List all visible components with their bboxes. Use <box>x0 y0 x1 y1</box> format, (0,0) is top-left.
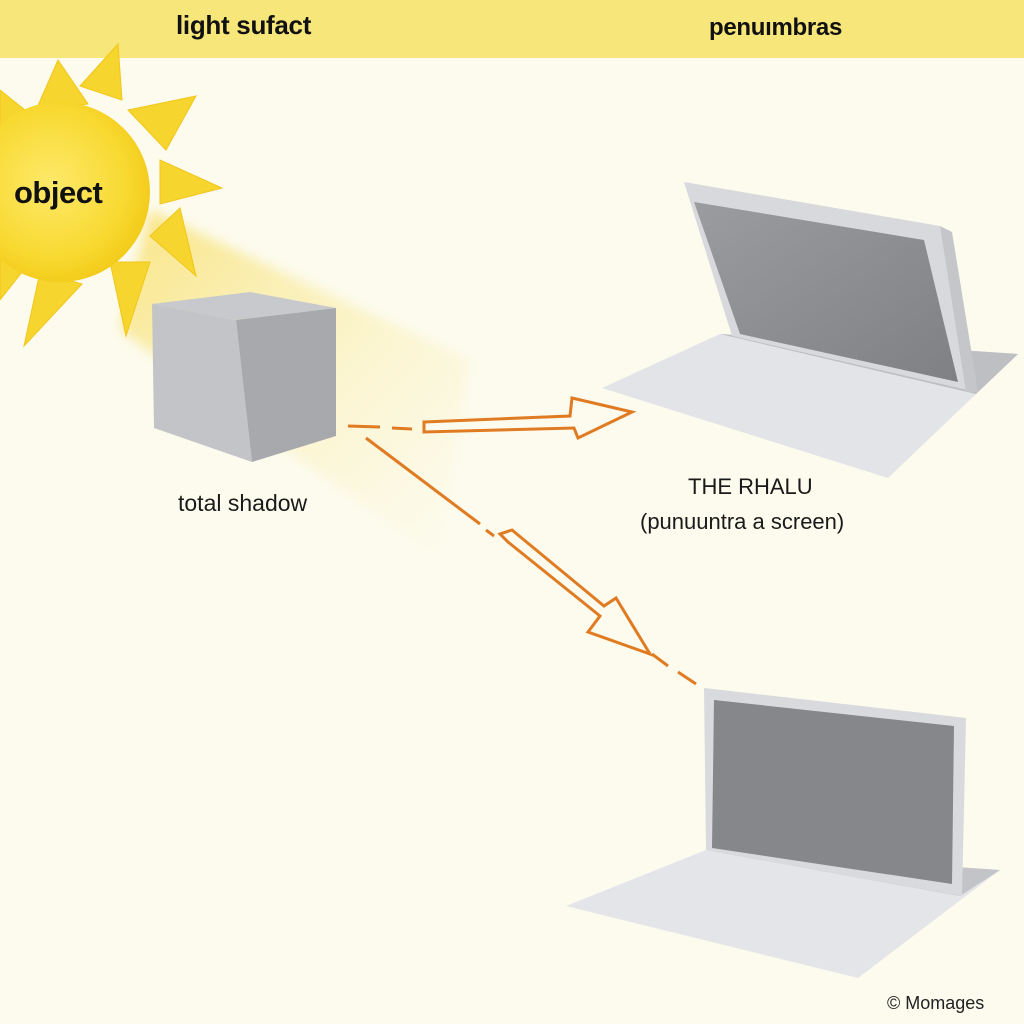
tilted-screen <box>602 182 1018 478</box>
upright-screen <box>566 688 1000 978</box>
screen-title: THE RHALU <box>688 474 813 499</box>
cube-object <box>152 292 336 462</box>
arrow-to-upper-screen <box>347 396 637 441</box>
shadow-label: total shadow <box>178 490 308 516</box>
header-band <box>0 0 1024 58</box>
header-right-label: penuımbras <box>709 14 843 41</box>
screen-subtitle: (punuuntra a screen) <box>640 509 845 534</box>
sun-label: object <box>14 175 103 210</box>
arrow-to-lower-screen <box>365 436 697 686</box>
sun-icon <box>0 42 224 348</box>
copyright-text: © Momages <box>887 993 985 1013</box>
header-left-label: light sufact <box>176 10 312 40</box>
